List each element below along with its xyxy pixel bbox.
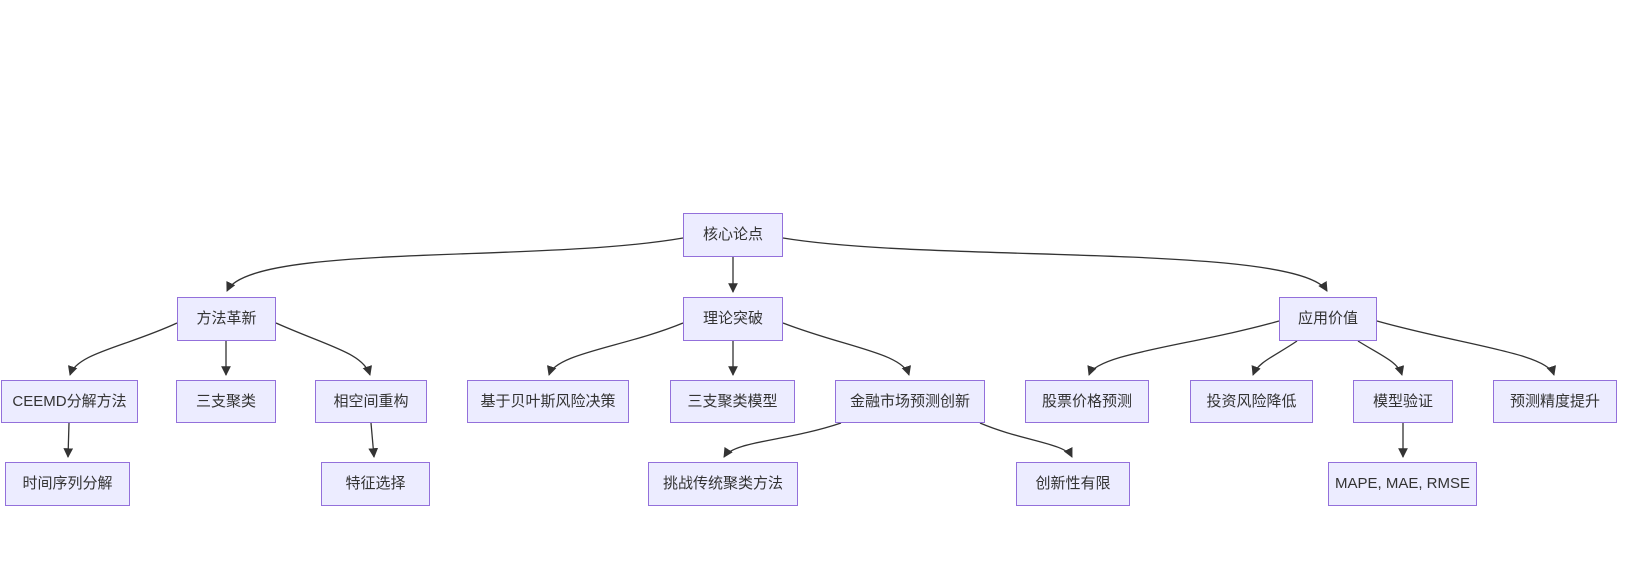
node-label: CEEMD分解方法 xyxy=(12,392,127,410)
node-error-metrics: MAPE, MAE, RMSE xyxy=(1328,462,1477,506)
node-label: 投资风险降低 xyxy=(1206,392,1297,410)
edge-method-ceemd xyxy=(68,322,178,376)
node-three-way-clustering-model: 三支聚类模型 xyxy=(670,380,795,423)
node-method-innovation: 方法革新 xyxy=(177,297,276,341)
node-stock-price-prediction: 股票价格预测 xyxy=(1025,380,1149,423)
edge-finance-limited xyxy=(979,422,1073,458)
node-label: 股票价格预测 xyxy=(1041,392,1132,410)
node-label: 三支聚类模型 xyxy=(687,392,778,410)
node-label: 预测精度提升 xyxy=(1509,392,1600,410)
node-label: 方法革新 xyxy=(196,310,257,327)
node-label: 应用价值 xyxy=(1297,310,1358,327)
edge-core-application xyxy=(782,237,1328,292)
node-model-validation: 模型验证 xyxy=(1353,380,1453,423)
edge-phase-feature xyxy=(368,422,379,458)
node-label: 模型验证 xyxy=(1372,392,1433,410)
node-theory-breakthrough: 理论突破 xyxy=(683,297,783,341)
node-label: 挑战传统聚类方法 xyxy=(662,475,783,492)
node-bayesian-risk-decision: 基于贝叶斯风险决策 xyxy=(467,380,629,423)
edge-ceemd-ts-decomp xyxy=(63,422,74,458)
node-core-thesis: 核心论点 xyxy=(683,213,783,257)
node-label: MAPE, MAE, RMSE xyxy=(1334,475,1471,492)
edge-application-risk xyxy=(1251,340,1298,376)
node-three-way-clustering: 三支聚类 xyxy=(176,380,276,423)
edge-theory-bayes xyxy=(547,322,684,376)
node-limited-innovation: 创新性有限 xyxy=(1016,462,1130,506)
node-label: 金融市场预测创新 xyxy=(849,392,970,410)
node-feature-selection: 特征选择 xyxy=(321,462,430,506)
edge-theory-finance xyxy=(782,322,911,376)
edge-method-phase xyxy=(275,322,372,376)
node-financial-market-prediction: 金融市场预测创新 xyxy=(835,380,985,423)
node-label: 核心论点 xyxy=(702,226,763,243)
node-challenge-traditional-clustering: 挑战传统聚类方法 xyxy=(648,462,798,506)
node-label: 特征选择 xyxy=(345,475,406,492)
node-prediction-accuracy-improvement: 预测精度提升 xyxy=(1493,380,1617,423)
node-investment-risk-reduction: 投资风险降低 xyxy=(1190,380,1313,423)
edge-application-stock xyxy=(1087,320,1280,376)
node-phase-space-reconstruction: 相空间重构 xyxy=(315,380,427,423)
edge-core-method xyxy=(226,237,684,292)
node-label: 相空间重构 xyxy=(333,392,409,410)
node-ceemd-decomposition: CEEMD分解方法 xyxy=(1,380,138,423)
node-application-value: 应用价值 xyxy=(1279,297,1377,341)
node-label: 三支聚类 xyxy=(195,392,256,410)
edge-application-validation xyxy=(1357,340,1405,376)
node-label: 基于贝叶斯风险决策 xyxy=(480,392,616,410)
node-label: 理论突破 xyxy=(702,310,763,327)
node-label: 时间序列分解 xyxy=(22,475,113,492)
node-time-series-decomposition: 时间序列分解 xyxy=(5,462,130,506)
edge-application-accuracy xyxy=(1376,320,1556,376)
edge-finance-challenge xyxy=(723,422,842,458)
node-label: 创新性有限 xyxy=(1035,475,1111,492)
